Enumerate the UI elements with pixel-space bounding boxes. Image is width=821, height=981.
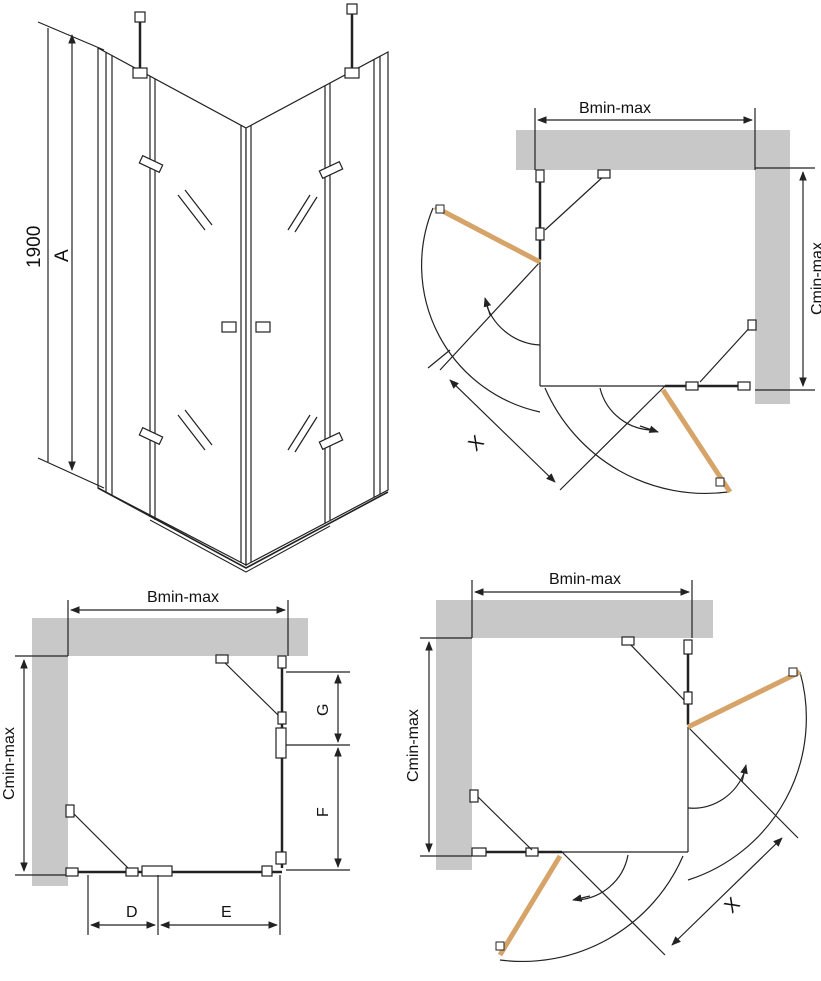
- right-panel: [245, 50, 389, 566]
- bl-label-g: G: [315, 704, 332, 716]
- door-left: [433, 204, 542, 265]
- wall-top: [436, 600, 713, 638]
- br-swing-label: X: [721, 893, 745, 917]
- plan-top-right: [421, 108, 815, 495]
- door-left: [497, 854, 563, 957]
- br-depth-label: Cmin-max: [405, 709, 422, 782]
- plan-bottom-right: [420, 580, 807, 963]
- bl-width-label: Bmin-max: [147, 589, 219, 606]
- door-right: [686, 669, 802, 730]
- plan-bottom-left: [15, 600, 350, 935]
- wall-left: [32, 618, 68, 886]
- wall-right: [755, 130, 790, 404]
- bl-depth-label: Cmin-max: [1, 727, 18, 800]
- bl-label-f: F: [315, 807, 332, 817]
- door-right: [660, 388, 733, 494]
- wall-left: [436, 600, 472, 870]
- iso-height-value: 1900: [24, 226, 45, 268]
- bl-label-e: E: [221, 904, 232, 921]
- tr-swing-label: X: [465, 431, 489, 455]
- wall-top: [32, 618, 308, 656]
- isometric-enclosure: [37, 3, 389, 573]
- left-panel: [97, 46, 247, 566]
- br-width-label: Bmin-max: [549, 571, 621, 588]
- wall-top: [516, 130, 790, 170]
- iso-height-letter: A: [52, 249, 73, 262]
- bl-label-d: D: [126, 904, 138, 921]
- tr-depth-label: Cmin-max: [809, 242, 821, 315]
- tr-width-label: Bmin-max: [579, 100, 651, 117]
